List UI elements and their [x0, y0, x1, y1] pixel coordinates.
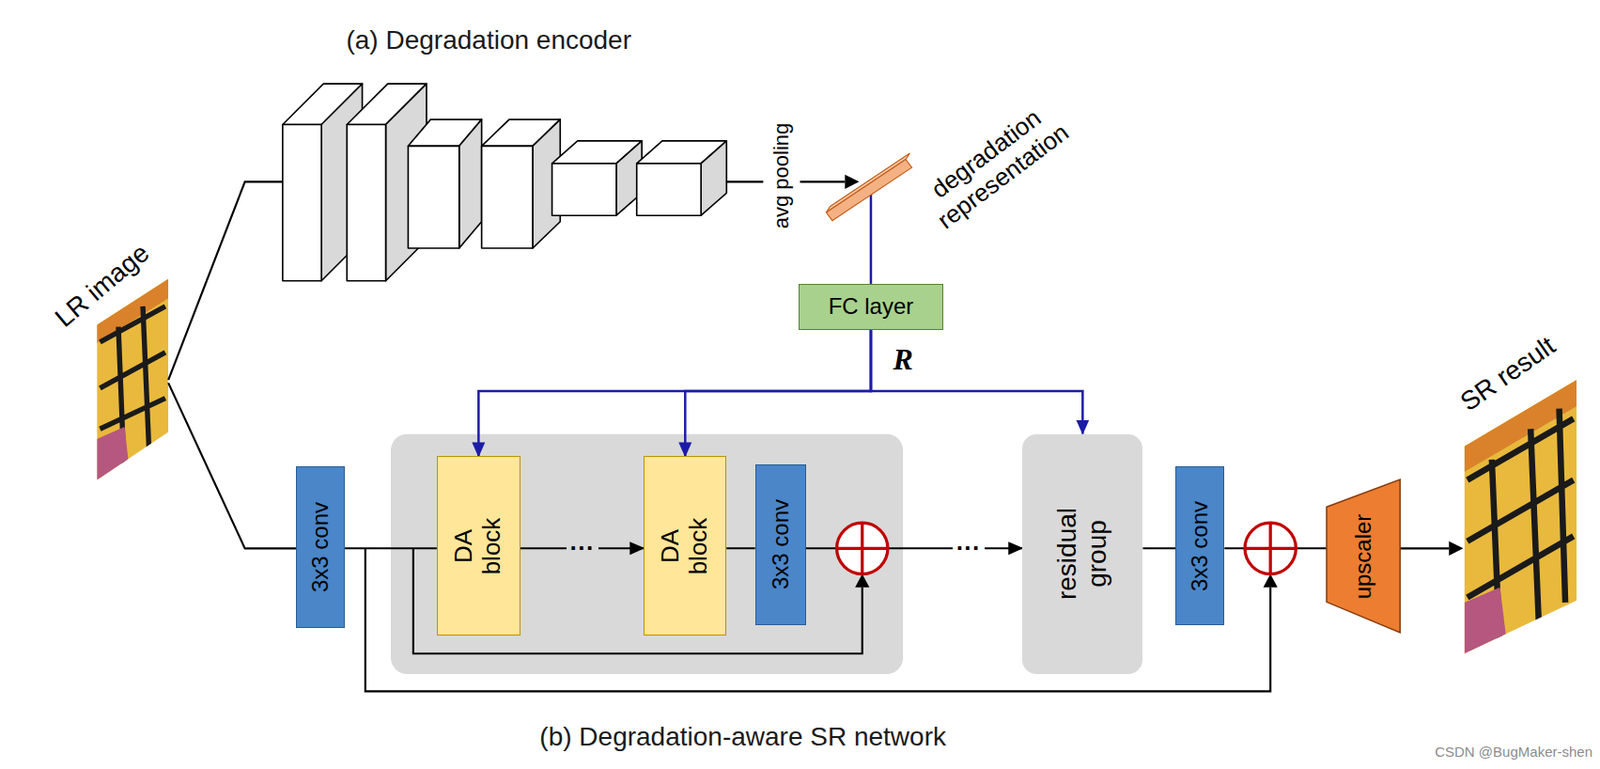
connector [869, 187, 873, 284]
diagram-caption: (b) Degradation-aware SR network [539, 721, 947, 752]
sum-symbol [1244, 522, 1296, 574]
da-block: DA block [436, 455, 521, 635]
connector [344, 546, 437, 549]
edge-label: ··· [952, 535, 985, 560]
watermark: CSDN @BugMaker-shen [1434, 744, 1593, 761]
connector [870, 329, 1083, 435]
connector [726, 546, 755, 549]
node-label: FC layer [828, 294, 915, 321]
bar-face [826, 158, 913, 220]
layer-front [552, 163, 617, 216]
sum-symbol [837, 522, 888, 574]
sum-cross [1244, 522, 1296, 574]
output-wire [1399, 546, 1449, 549]
arrow-head [1263, 574, 1278, 588]
layer-front [282, 124, 322, 281]
node-label: degradation representation [916, 95, 1075, 235]
node-label: 3x3 conv [767, 498, 794, 590]
layer-front [346, 124, 386, 281]
conv-box: 3x3 conv [295, 466, 345, 628]
connector [684, 329, 871, 457]
sr-butterfly-image [1459, 372, 1582, 659]
node-label: residual group [1052, 507, 1113, 600]
representation-bar [822, 153, 916, 223]
node-label: DA block [656, 516, 714, 575]
da-block: DA block [643, 455, 727, 635]
fc-layer: FC layer [798, 283, 943, 330]
connector [478, 329, 871, 457]
sum-circle [1244, 522, 1296, 574]
edge-label: ··· [566, 535, 599, 560]
layer-front [407, 145, 459, 249]
node-label: DA block [450, 516, 507, 575]
flower-patch [1464, 587, 1509, 654]
conv-box: 3x3 conv [755, 464, 807, 625]
residual-group-panel [390, 434, 903, 674]
node-label: 3x3 conv [1186, 499, 1213, 591]
arrow-head [854, 574, 870, 588]
upscaler: upscaler [1326, 479, 1400, 633]
wing-fill [1459, 372, 1582, 659]
arrow-head [844, 174, 859, 189]
degradation-representation: degradation representation [822, 153, 916, 223]
residual-group: residual group [1022, 434, 1143, 674]
layer-front [636, 163, 701, 216]
conv-box: 3x3 conv [1175, 466, 1225, 624]
input-wires [168, 181, 296, 548]
layer-side [700, 140, 727, 216]
signal-name: R [893, 341, 914, 377]
diagram-title: (a) Degradation encoder [345, 25, 632, 56]
layer-side [459, 119, 482, 249]
layer-front [481, 145, 533, 249]
trapezoid-shape [1326, 479, 1400, 633]
pooling-label: avg pooling [769, 123, 793, 230]
sum-circle [837, 522, 888, 574]
connector [1142, 546, 1176, 549]
node-label: 3x3 conv [307, 501, 334, 592]
flower-patch [96, 426, 131, 480]
node-label: upscaler [1350, 513, 1377, 600]
sum-cross [837, 522, 888, 574]
encoder-layers [282, 83, 727, 281]
arrow-head [1448, 541, 1463, 556]
